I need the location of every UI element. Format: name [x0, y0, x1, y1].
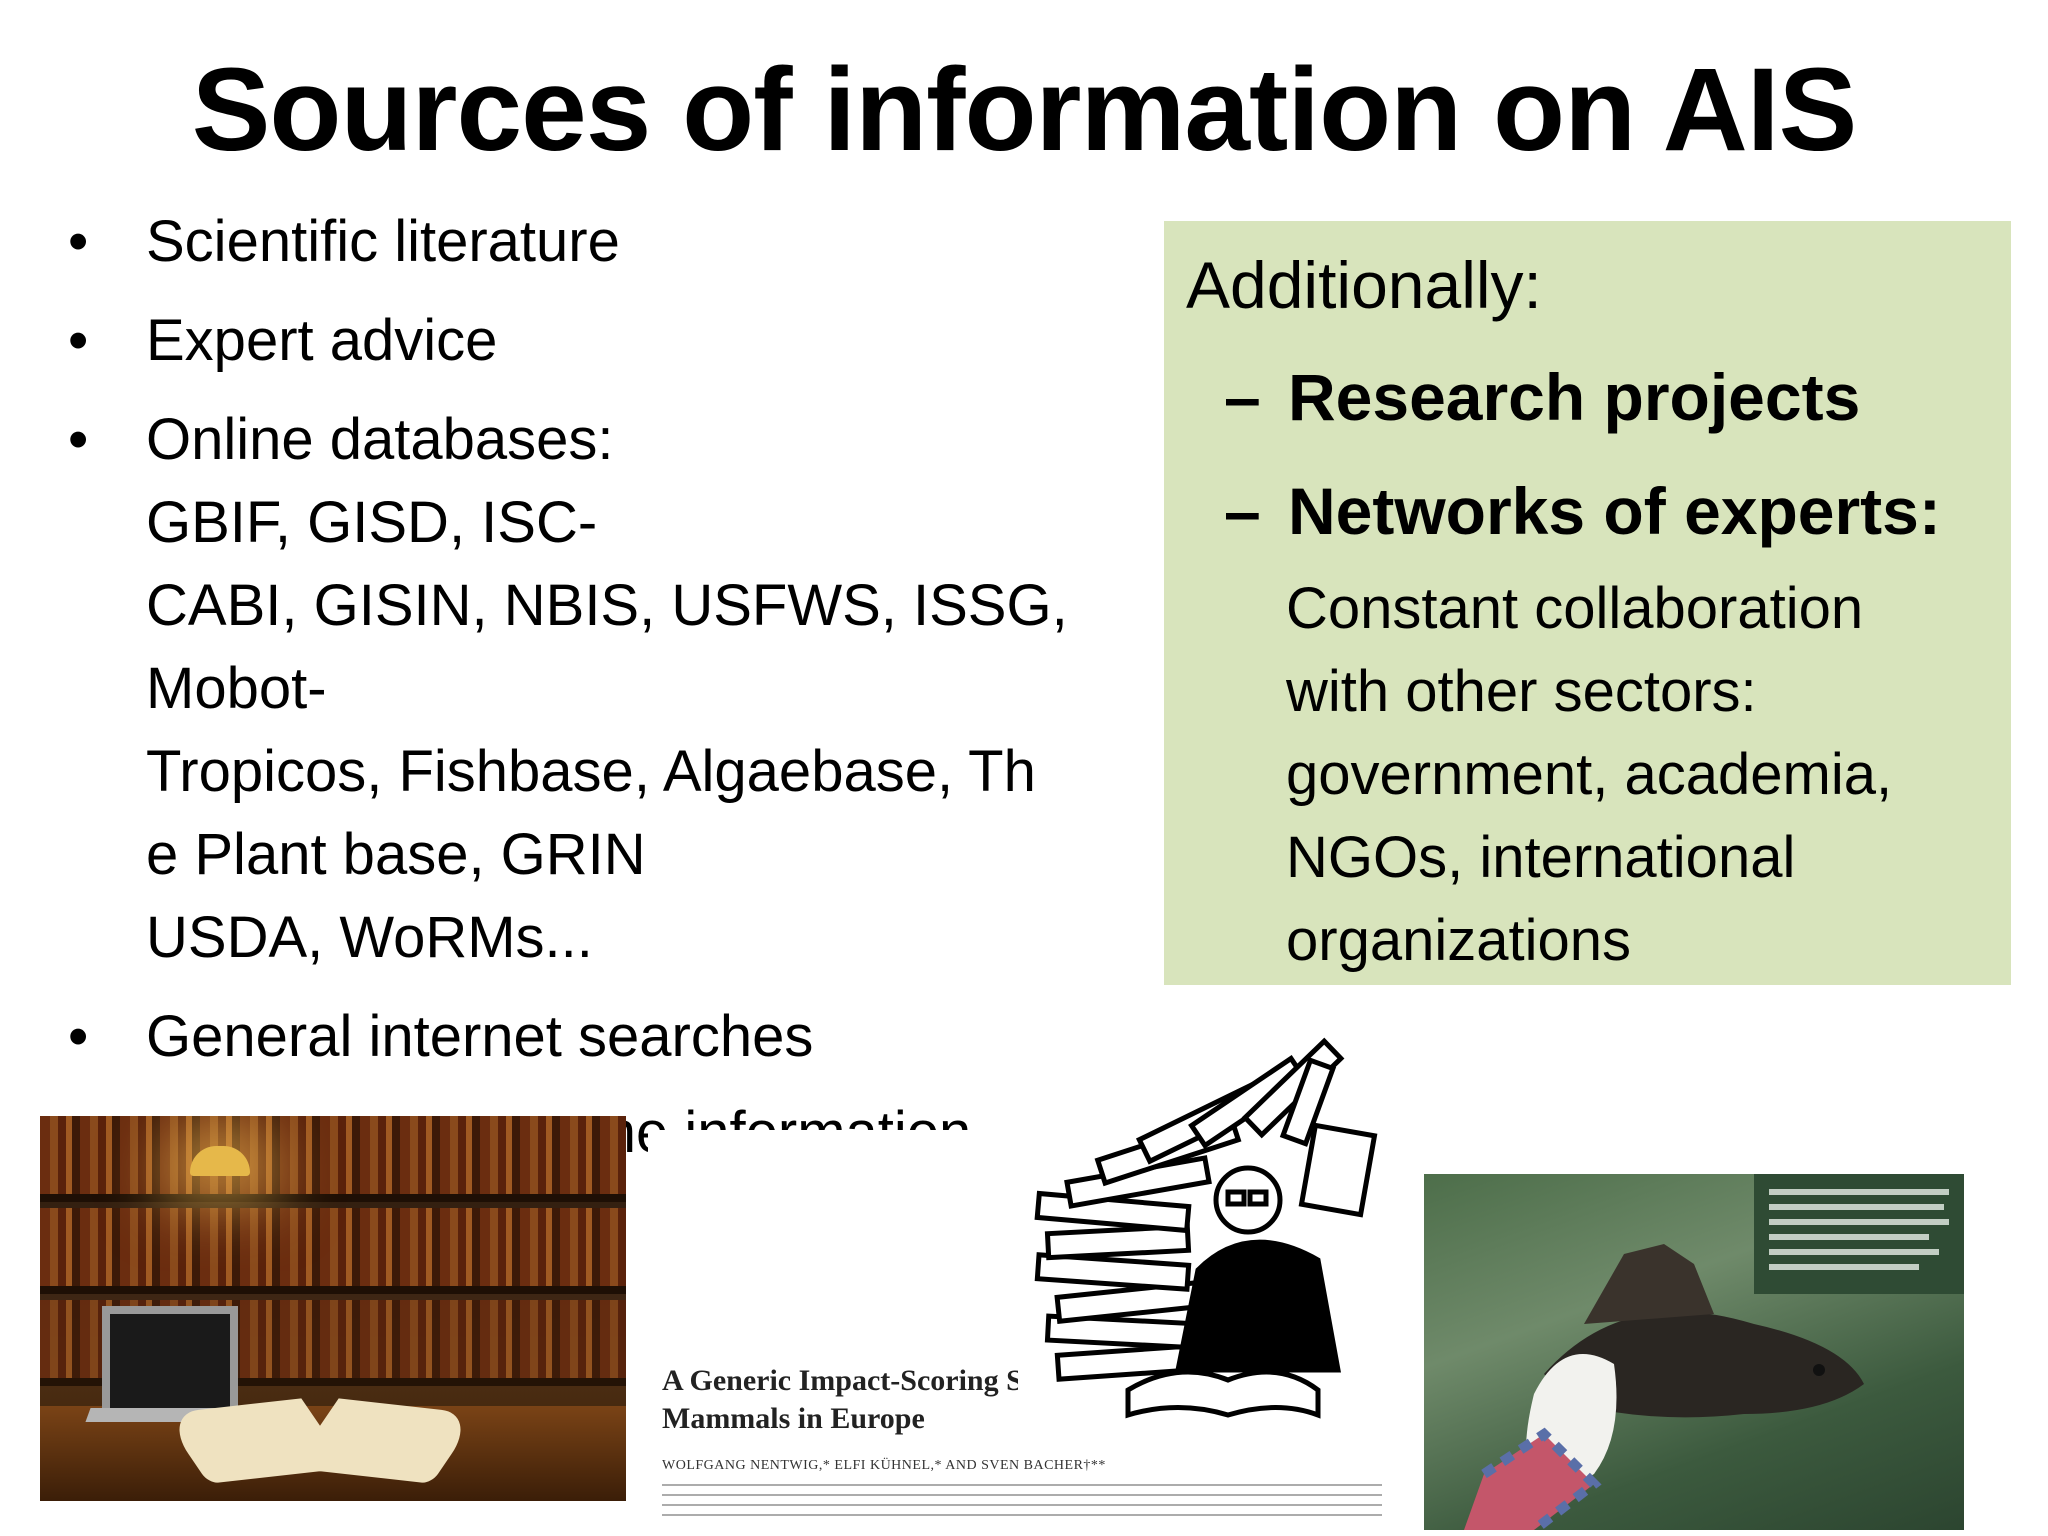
dash-glyph: – — [1224, 474, 1261, 548]
bullet-item: • General internet searches — [60, 995, 1090, 1078]
box-item-networks: –Networks of experts: — [1224, 471, 1941, 551]
paper-title-line: Mammals in Europe — [662, 1402, 925, 1435]
box-heading: Additionally: — [1186, 248, 1542, 322]
additional-sources-box: Additionally: –Research projects –Networ… — [1164, 221, 2011, 985]
paper-authors: WOLFGANG NENTWIG,* ELFI KÜHNEL,* AND SVE… — [662, 1458, 1106, 1473]
description-line: organizations — [1286, 908, 1631, 973]
paper-title: A Generic Impact-Scoring Sy Mammals in E… — [662, 1362, 1038, 1438]
box-item-label: Research projects — [1288, 360, 1861, 434]
box-item-research: –Research projects — [1224, 357, 1860, 437]
box-description: Constant collaboration with other sector… — [1286, 567, 1986, 982]
bullet-text: Online databases: — [146, 407, 614, 472]
bullet-text: Expert advice — [146, 308, 498, 373]
laptop-icon — [102, 1306, 238, 1417]
database-line: Tropicos, Fishbase, Algaebase, Th — [146, 739, 1036, 804]
database-line: e Plant base, GRIN — [146, 822, 646, 887]
description-line: with other sectors: — [1286, 659, 1757, 724]
database-line: CABI, GISIN, NBIS, USFWS, ISSG, — [146, 573, 1068, 638]
catfish-icon — [1464, 1174, 1964, 1530]
bookshelf — [40, 1208, 626, 1294]
books-cartoon-image — [1018, 1020, 1396, 1440]
bullet-dot: • — [68, 407, 89, 472]
lamp-icon — [190, 1146, 250, 1176]
paper-affiliation-lines — [662, 1484, 1382, 1524]
bullet-text: Scientific literature — [146, 209, 620, 274]
database-line: Mobot- — [146, 656, 327, 721]
bullet-item: • Online databases: GBIF, GISD, ISC- CAB… — [60, 398, 1090, 979]
bullet-list: • Scientific literature • Expert advice … — [60, 200, 1090, 1094]
dash-glyph: – — [1224, 360, 1261, 434]
bullet-item: • Scientific literature — [60, 200, 1090, 283]
database-line: GBIF, GISD, ISC- — [146, 490, 598, 555]
bullet-item: • Expert advice — [60, 299, 1090, 382]
bookshelf — [40, 1116, 626, 1202]
description-line: NGOs, international — [1286, 825, 1796, 890]
fish-photo — [1424, 1174, 1964, 1530]
bullet-text: General internet searches — [146, 1004, 814, 1069]
box-item-label: Networks of experts: — [1288, 474, 1941, 548]
books-stack-icon — [1034, 1037, 1378, 1419]
library-photo — [40, 1116, 626, 1501]
paper-title-line: A Generic Impact-Scoring Sy — [662, 1364, 1038, 1397]
bullet-dot: • — [68, 209, 89, 274]
slide-title: Sources of information on AIS — [191, 44, 1858, 176]
description-line: government, academia, — [1286, 742, 1893, 807]
description-line: Constant collaboration — [1286, 576, 1864, 641]
bullet-dot: • — [68, 308, 89, 373]
database-line: USDA, WoRMs... — [146, 905, 593, 970]
bullet-dot: • — [68, 1004, 89, 1069]
